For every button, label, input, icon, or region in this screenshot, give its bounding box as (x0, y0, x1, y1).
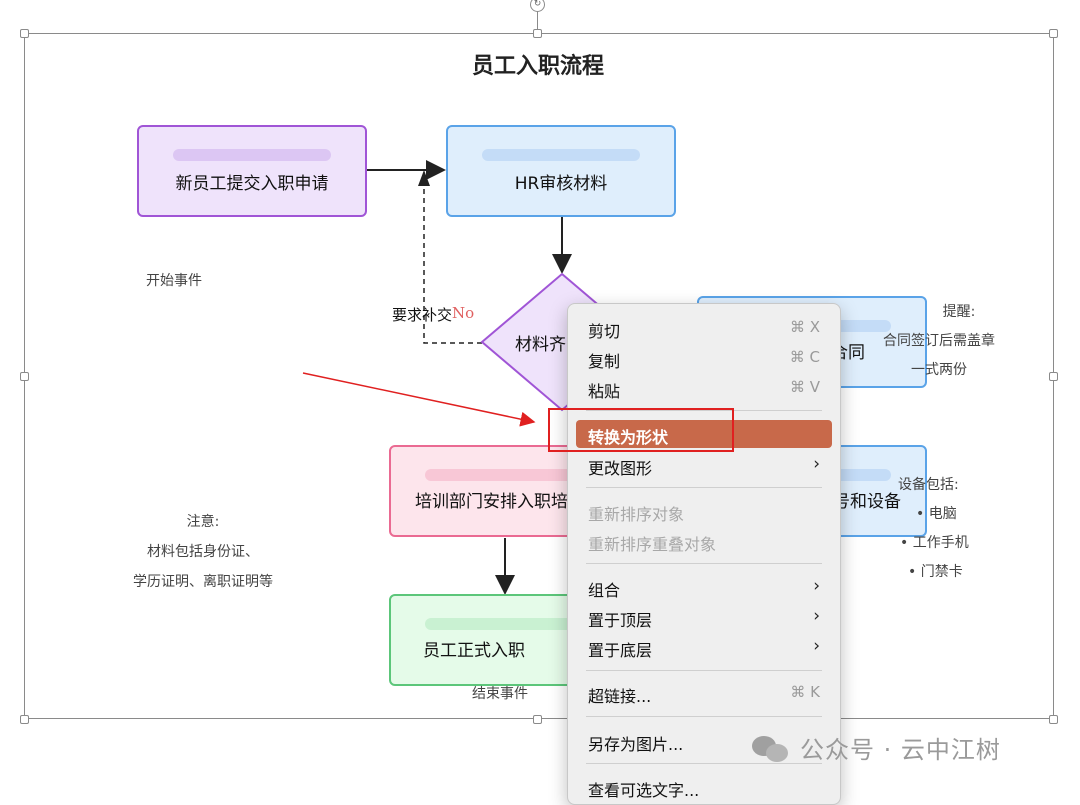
resize-handle-top-right[interactable] (1049, 29, 1058, 38)
node-label: HR审核材料 (514, 173, 608, 194)
wechat-icon (752, 734, 792, 762)
resize-handle-left[interactable] (20, 372, 29, 381)
note-attention-line: 材料包括身份证、 (147, 544, 259, 560)
note-equipment-item: • 门禁卡 (908, 564, 963, 580)
menu-item-bring-to-front[interactable]: 置于顶层 › (576, 603, 832, 631)
menu-item-label: 超链接... (588, 687, 652, 706)
note-equipment-item: • 工作手机 (900, 535, 969, 551)
dashed-arrow-head (418, 170, 430, 186)
menu-item-save-as-image[interactable]: 另存为图片... (576, 727, 832, 755)
menu-item-label: 重新排序重叠对象 (588, 535, 717, 554)
menu-item-copy[interactable]: 复制 ⌘ C (576, 344, 832, 372)
context-menu: 剪切 ⌘ X 复制 ⌘ C 粘贴 ⌘ V 转换为形状 更改图形 › 重新排序对象… (567, 303, 841, 805)
menu-item-paste[interactable]: 粘贴 ⌘ V (576, 374, 832, 402)
menu-item-reorder-overlap: 重新排序重叠对象 (576, 527, 832, 555)
node-label: 号和设备 (833, 491, 901, 512)
note-attention-line: 学历证明、离职证明等 (133, 574, 273, 590)
shortcut-label: ⌘ X (789, 318, 820, 336)
resize-handle-bottom[interactable] (533, 715, 542, 724)
menu-separator (586, 763, 822, 764)
menu-separator (586, 563, 822, 564)
node-label: 员工正式入职 (423, 640, 525, 661)
request-more-label: 要求补交 (392, 306, 453, 324)
node-label: 培训部门安排入职培 (415, 491, 568, 512)
shortcut-label: ⌘ K (790, 683, 820, 701)
menu-item-label: 更改图形 (588, 459, 653, 478)
node-header-bar (173, 149, 331, 161)
node-hr-review[interactable]: HR审核材料 (446, 125, 676, 217)
shortcut-label: ⌘ V (789, 378, 820, 396)
resize-handle-bottom-left[interactable] (20, 715, 29, 724)
no-label: No (452, 304, 475, 322)
menu-item-label: 复制 (588, 352, 621, 371)
menu-item-label: 置于底层 (588, 641, 653, 660)
note-equipment-item: • 电脑 (916, 506, 957, 522)
note-reminder: 提醒: 合同签订后需盖章 一式两份 (866, 298, 1012, 385)
menu-item-send-to-back[interactable]: 置于底层 › (576, 633, 832, 661)
node-label: 新员工提交入职申请 (175, 173, 329, 194)
watermark: 公众号 · 云中江树 (752, 730, 1001, 765)
red-annotation-arrow (302, 372, 536, 427)
red-highlight-box (548, 408, 734, 452)
resize-handle-bottom-right[interactable] (1049, 715, 1058, 724)
node-header-bar (425, 469, 583, 481)
menu-item-label: 剪切 (588, 322, 621, 341)
resize-handle-top-left[interactable] (20, 29, 29, 38)
menu-item-convert-to-shape[interactable]: 转换为形状 (576, 420, 832, 448)
menu-item-change-shape[interactable]: 更改图形 › (576, 451, 832, 479)
resize-handle-top[interactable] (533, 29, 542, 38)
chevron-right-icon: › (813, 454, 820, 474)
rotate-connector (537, 10, 538, 34)
node-header-bar (425, 618, 583, 630)
chevron-right-icon: › (813, 606, 820, 626)
shortcut-label: ⌘ C (789, 348, 820, 366)
note-reminder-line: 合同签订后需盖章 (883, 333, 995, 349)
menu-item-group[interactable]: 组合 › (576, 573, 832, 601)
menu-item-cut[interactable]: 剪切 ⌘ X (576, 314, 832, 342)
node-header-bar (482, 149, 640, 161)
start-event-label: 开始事件 (146, 273, 202, 289)
note-reminder-line: 一式两份 (911, 362, 967, 378)
menu-item-reorder-objects: 重新排序对象 (576, 497, 832, 525)
menu-item-label: 另存为图片... (588, 735, 684, 754)
node-submit-application[interactable]: 新员工提交入职申请 (137, 125, 367, 217)
note-reminder-title: 提醒: (942, 304, 976, 320)
dashed-arrow-request-more (423, 174, 482, 344)
menu-item-label: 转换为形状 (588, 428, 669, 447)
note-equipment-title: 设备包括: (898, 477, 959, 493)
chevron-right-icon: › (813, 636, 820, 656)
decision-label: 材料齐 (515, 335, 566, 355)
menu-item-hyperlink[interactable]: 超链接... ⌘ K (576, 679, 832, 707)
end-event-label: 结束事件 (472, 686, 528, 702)
menu-item-view-alt-text[interactable]: 查看可选文字... (576, 773, 832, 801)
menu-separator (586, 487, 822, 488)
resize-handle-right[interactable] (1049, 372, 1058, 381)
menu-separator (586, 410, 822, 411)
menu-item-label: 查看可选文字... (588, 781, 700, 800)
menu-separator (586, 716, 822, 717)
rotate-handle-icon[interactable]: ↻ (530, 0, 545, 12)
menu-item-label: 组合 (588, 581, 621, 600)
menu-item-label: 置于顶层 (588, 611, 653, 630)
menu-separator (586, 670, 822, 671)
note-attention-title: 注意: (186, 514, 220, 530)
watermark-text: 公众号 · 云中江树 (800, 736, 1001, 764)
menu-item-label: 重新排序对象 (588, 505, 685, 524)
note-equipment: 设备包括: • 电脑 • 工作手机 • 门禁卡 (898, 471, 998, 587)
menu-item-label: 粘贴 (588, 382, 621, 401)
note-attention: 注意: 材料包括身份证、 学历证明、离职证明等 (108, 507, 298, 597)
chevron-right-icon: › (813, 576, 820, 596)
diagram-title: 员工入职流程 (471, 54, 604, 79)
